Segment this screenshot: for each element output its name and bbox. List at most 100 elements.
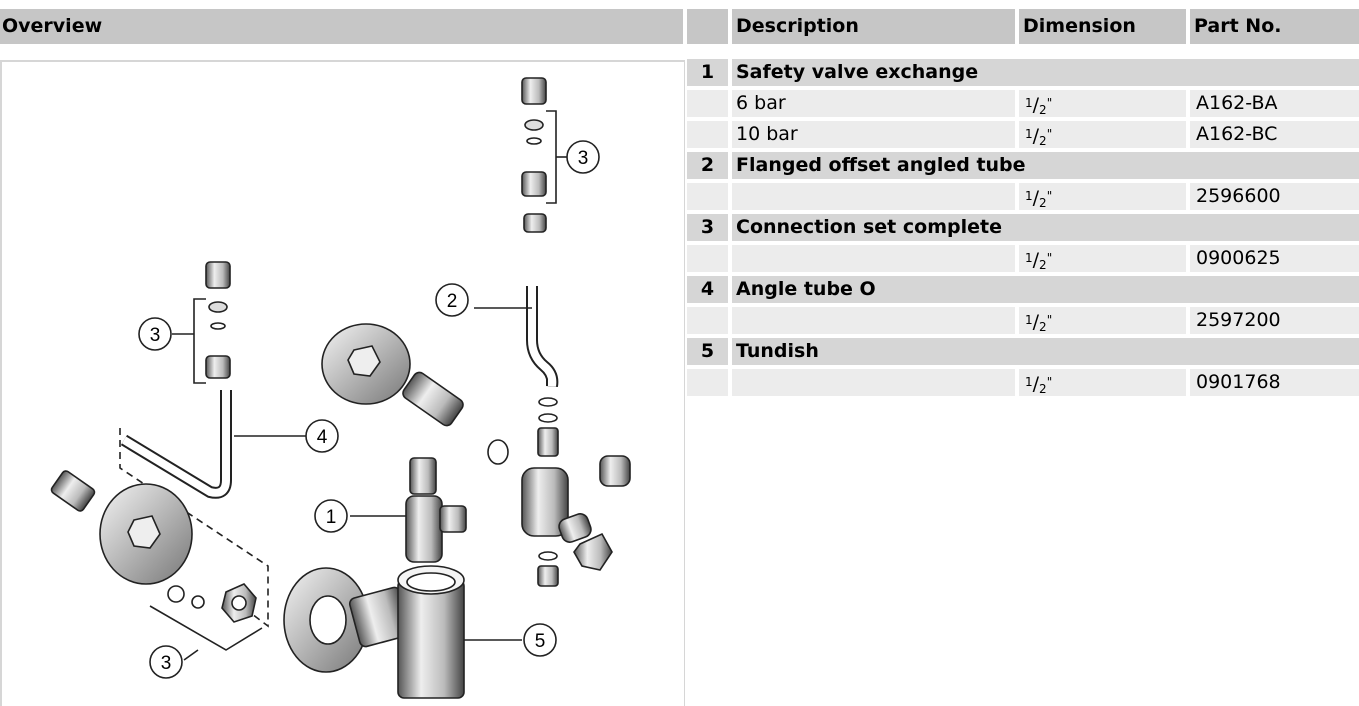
item-number-cell [687, 245, 728, 272]
safety-valve [350, 457, 467, 563]
item-dimension: 1/2" [1019, 245, 1186, 272]
dimension-slash: / [1032, 125, 1040, 147]
inch-mark: " [1046, 251, 1053, 265]
dimension-numerator: 1 [1025, 127, 1033, 141]
dimension-denominator: 2 [1039, 320, 1047, 334]
group-title: Angle tube O [732, 276, 1359, 303]
item-number-cell [687, 121, 728, 148]
item-description: 6 bar [732, 90, 1015, 117]
item-part-number: 2597200 [1190, 307, 1359, 334]
group-title: Connection set complete [732, 214, 1359, 241]
item-number-cell [687, 369, 728, 396]
group-number: 1 [687, 59, 728, 86]
dimension-slash: / [1032, 94, 1040, 116]
group-title: Safety valve exchange [732, 59, 1359, 86]
callout-label: 4 [317, 427, 328, 448]
callout-3: 3 [149, 645, 183, 679]
item-part-number: 2596600 [1190, 183, 1359, 210]
item-number-cell [687, 90, 728, 117]
dimension-slash: / [1032, 249, 1040, 271]
dimension-slash: / [1032, 311, 1040, 333]
part-no-column-header: Part No. [1190, 9, 1359, 44]
group-number: 5 [687, 338, 728, 365]
callout-5: 5 [523, 623, 557, 657]
exploded-parts-diagram: 3 3 2 4 1 3 5 [50, 77, 631, 699]
valve-body [521, 397, 631, 587]
dimension-numerator: 1 [1025, 189, 1033, 203]
number-column-header [687, 9, 728, 44]
diagram-frame [0, 60, 685, 706]
item-row: 1/2"0901768 [687, 369, 1359, 396]
description-column-header: Description [732, 9, 1015, 44]
item-part-number: A162-BC [1190, 121, 1359, 148]
item-description [732, 369, 1015, 396]
inch-mark: " [1046, 96, 1053, 110]
item-row: 1/2"2596600 [687, 183, 1359, 210]
callout-2: 2 [435, 283, 469, 317]
callout-3: 3 [566, 140, 600, 174]
inch-mark: " [1046, 375, 1053, 389]
dimension-numerator: 1 [1025, 251, 1033, 265]
item-part-number: A162-BA [1190, 90, 1359, 117]
item-description [732, 307, 1015, 334]
group-title: Tundish [732, 338, 1359, 365]
item-dimension: 1/2" [1019, 307, 1186, 334]
callout-label: 2 [447, 291, 458, 312]
dimension-denominator: 2 [1039, 258, 1047, 272]
wall-rosette-upper [321, 323, 509, 465]
callout-label: 3 [150, 325, 161, 346]
item-row: 1/2"2597200 [687, 307, 1359, 334]
callout-label: 3 [578, 148, 589, 169]
dimension-denominator: 2 [1039, 103, 1047, 117]
connection-set-top [521, 77, 569, 233]
dimension-column-header: Dimension [1019, 9, 1186, 44]
callout-label: 3 [161, 653, 172, 674]
callout-3: 3 [138, 317, 172, 351]
callout-4: 4 [305, 419, 339, 453]
item-description [732, 183, 1015, 210]
angle-tube [119, 390, 306, 628]
dimension-denominator: 2 [1039, 196, 1047, 210]
left-fittings [50, 470, 263, 661]
offset-tube [474, 286, 559, 387]
dimension-numerator: 1 [1025, 313, 1033, 327]
dimension-denominator: 2 [1039, 382, 1047, 396]
inch-mark: " [1046, 189, 1053, 203]
item-dimension: 1/2" [1019, 90, 1186, 117]
callout-label: 1 [326, 507, 337, 528]
dimension-numerator: 1 [1025, 96, 1033, 110]
group-number: 2 [687, 152, 728, 179]
inch-mark: " [1046, 127, 1053, 141]
item-number-cell [687, 307, 728, 334]
item-part-number: 0901768 [1190, 369, 1359, 396]
connection-set-left [172, 261, 231, 384]
item-dimension: 1/2" [1019, 369, 1186, 396]
item-dimension: 1/2" [1019, 121, 1186, 148]
group-number: 3 [687, 214, 728, 241]
group-title: Flanged offset angled tube [732, 152, 1359, 179]
dimension-slash: / [1032, 373, 1040, 395]
callout-label: 5 [535, 631, 546, 652]
item-description [732, 245, 1015, 272]
dimension-numerator: 1 [1025, 375, 1033, 389]
item-part-number: 0900625 [1190, 245, 1359, 272]
item-description: 10 bar [732, 121, 1015, 148]
dimension-denominator: 2 [1039, 134, 1047, 148]
group-number: 4 [687, 276, 728, 303]
inch-mark: " [1046, 313, 1053, 327]
item-row: 1/2"0900625 [687, 245, 1359, 272]
item-number-cell [687, 183, 728, 210]
dimension-slash: / [1032, 187, 1040, 209]
item-dimension: 1/2" [1019, 183, 1186, 210]
callout-markers: 3 3 2 4 1 3 5 [138, 140, 600, 679]
callout-1: 1 [314, 499, 348, 533]
tundish [283, 565, 522, 699]
